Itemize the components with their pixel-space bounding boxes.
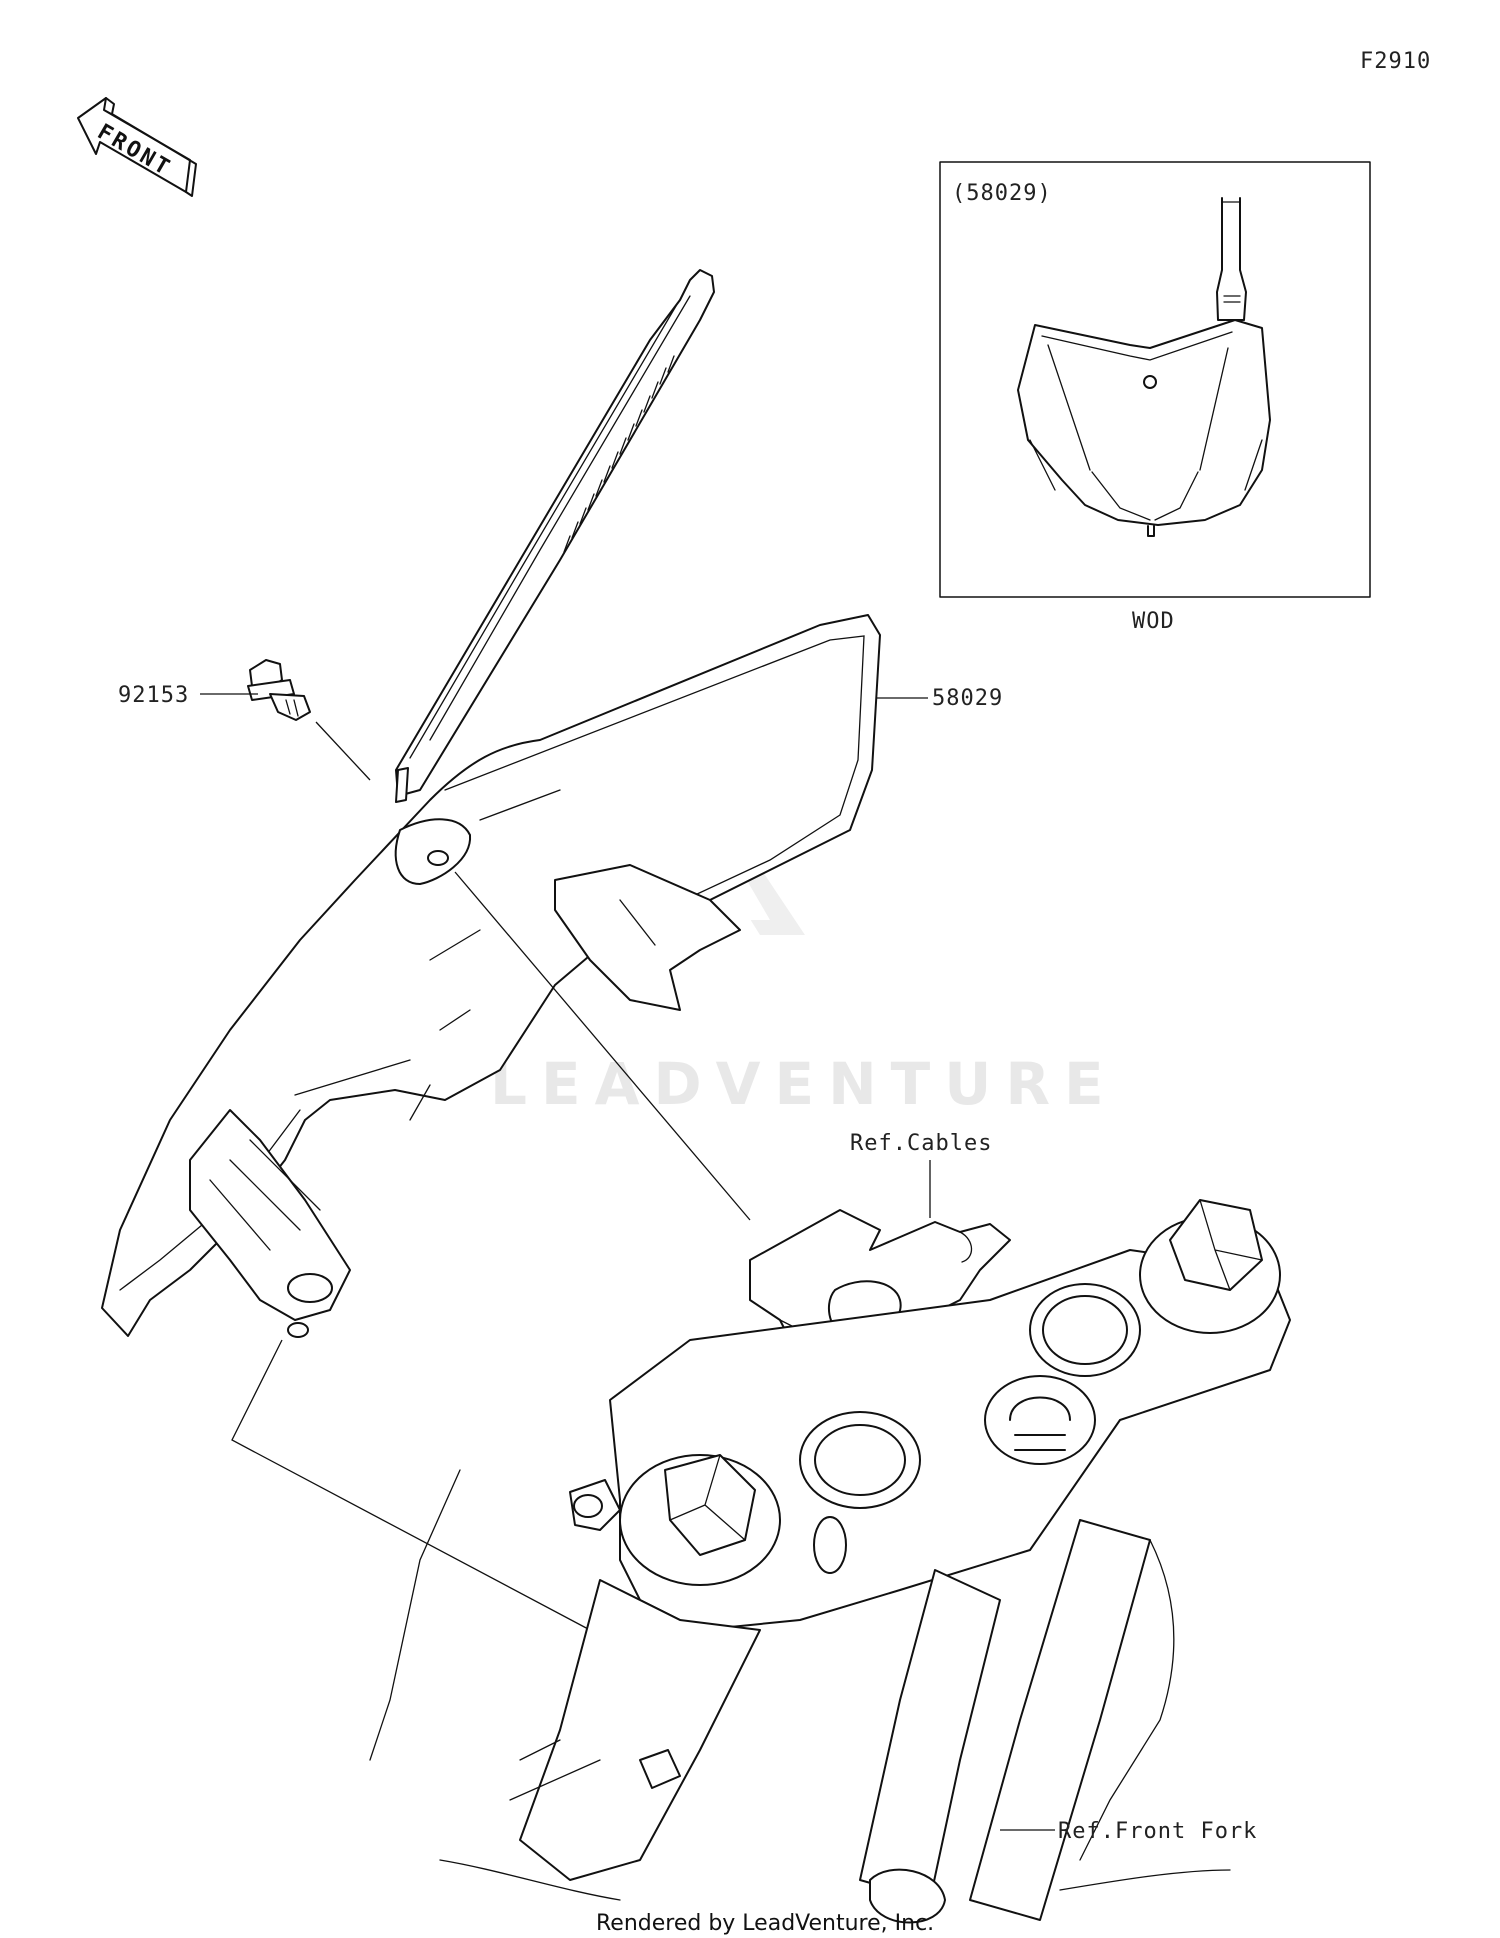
number-plate-58029 (101, 614, 881, 1338)
inset-variant-label: WOD (1132, 609, 1175, 634)
plate-strap (395, 269, 715, 803)
front-arrow-icon: FRONT (77, 97, 197, 197)
inset-part-ref: (58029) (952, 181, 1052, 206)
bolt-92153 (247, 659, 311, 721)
callout-bolt: 92153 (118, 683, 189, 708)
front-fork-assembly (369, 1199, 1291, 1924)
watermark-text: LEADVENTURE (490, 1050, 1118, 1118)
footer-credit: Rendered by LeadVenture, Inc. (596, 1911, 934, 1936)
inset-wod-variant: (58029) WOD (939, 161, 1371, 634)
callout-ref-cables: Ref.Cables (850, 1131, 992, 1156)
watermark: LEADVENTURE (490, 740, 1118, 1118)
callout-number-plate: 58029 (932, 686, 1003, 711)
front-arrow-label: FRONT (93, 120, 176, 182)
figure-code: F2910 (1360, 49, 1431, 74)
callout-ref-front-fork: Ref.Front Fork (1058, 1819, 1257, 1844)
